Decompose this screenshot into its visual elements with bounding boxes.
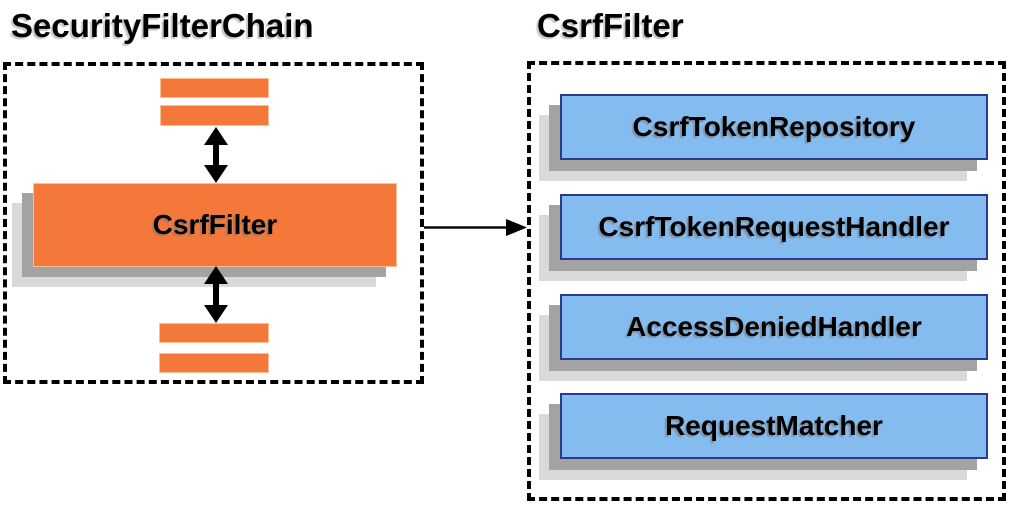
component-access-denied-handler: AccessDeniedHandler: [560, 294, 988, 360]
component-label: RequestMatcher: [665, 410, 883, 441]
filter-placeholder-bar-bottom-2: [159, 353, 269, 373]
component-label: AccessDeniedHandler: [626, 311, 922, 342]
csrf-filter-node-label: CsrfFilter: [152, 209, 278, 240]
component-csrf-token-request-handler: CsrfTokenRequestHandler: [560, 194, 988, 260]
component-label: CsrfTokenRequestHandler: [598, 211, 950, 242]
component-request-matcher: RequestMatcher: [560, 393, 988, 459]
csrf-filter-node: CsrfFilter: [33, 183, 397, 267]
filter-placeholder-bar-top-1: [160, 78, 269, 98]
left-panel-title: SecurityFilterChain: [11, 7, 314, 44]
bidirectional-arrow-top-icon: [204, 127, 228, 183]
csrf-filter-container: [527, 61, 1006, 501]
component-label: CsrfTokenRepository: [632, 111, 916, 142]
security-filter-chain-container: [3, 62, 424, 384]
right-arrow-icon: [424, 219, 527, 236]
right-panel-title: CsrfFilter: [537, 7, 684, 44]
filter-placeholder-bar-top-2: [160, 105, 269, 126]
filter-placeholder-bar-bottom-1: [159, 323, 269, 343]
component-csrf-token-repository: CsrfTokenRepository: [560, 94, 988, 160]
bidirectional-arrow-bottom-icon: [204, 266, 228, 323]
